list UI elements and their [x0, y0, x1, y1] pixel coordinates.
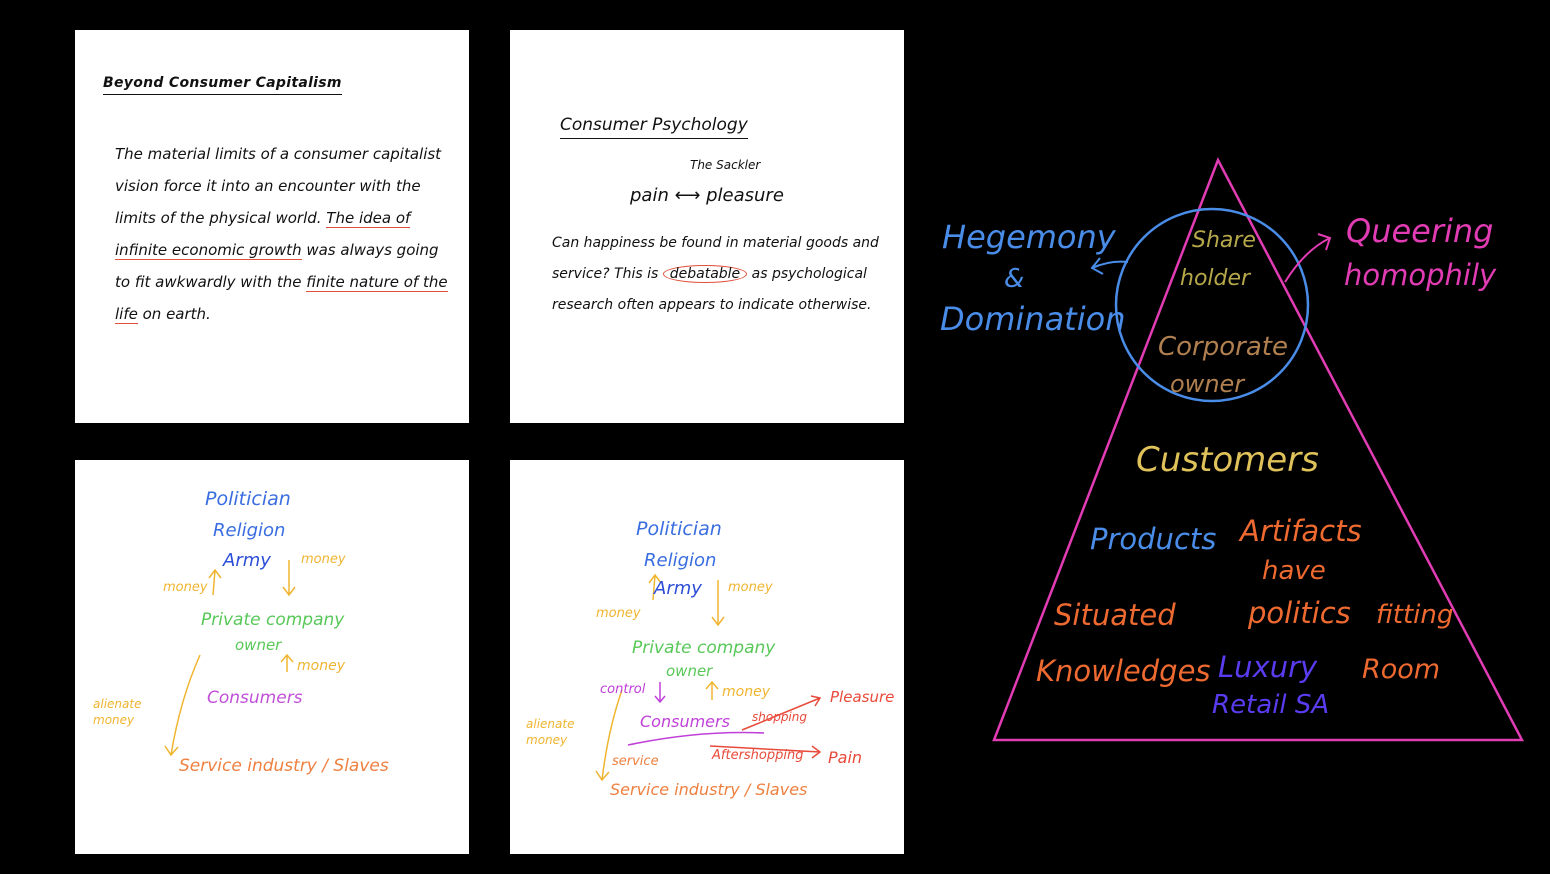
body-text: as psychological research often appears …	[552, 266, 872, 313]
power-flow-card-b: Politician Religion Army money money Pri…	[510, 460, 904, 854]
body-text: on earth.	[137, 305, 211, 323]
up-arrow-icon	[648, 573, 662, 601]
hegemony-label: Hegemony	[942, 218, 1116, 256]
ampersand-label: &	[1004, 264, 1025, 294]
service-industry-label: Service industry / Slaves	[610, 780, 808, 799]
right-arrow-icon	[1284, 233, 1332, 283]
up-arrow-icon	[208, 568, 222, 596]
private-company-label: Private company	[632, 638, 776, 658]
right-arrow-icon	[741, 695, 822, 731]
pain-label: Pain	[828, 748, 863, 767]
army-label: Army	[223, 550, 271, 571]
money-label: money	[722, 684, 770, 700]
situated-label: Situated	[1054, 598, 1176, 632]
up-arrow-icon	[280, 653, 294, 672]
politician-label: Politician	[636, 518, 722, 540]
private-company-label: Private company	[201, 610, 345, 630]
down-arrow-icon	[164, 654, 201, 757]
politician-label: Politician	[205, 488, 291, 510]
right-arrow-icon	[709, 745, 822, 759]
politics-label: politics	[1248, 596, 1351, 630]
retail-label: Retail SA	[1212, 690, 1330, 720]
luxury-label: Luxury	[1218, 650, 1318, 684]
arrows-layer	[164, 560, 296, 757]
consumers-label: Consumers	[640, 712, 730, 731]
shareholder-label-1: Share	[1192, 228, 1256, 253]
religion-label: Religion	[644, 550, 717, 571]
pyramid-triangle	[992, 156, 1525, 742]
money-label: money	[728, 580, 773, 595]
shareholder-circle	[1114, 207, 1310, 403]
money-label: money	[301, 552, 346, 567]
up-arrow-icon	[705, 680, 719, 700]
control-label: control	[600, 682, 646, 697]
owner-label: owner	[235, 636, 282, 654]
alienate-money-label: alienate money	[93, 697, 142, 727]
alienate-money-label: alienate money	[526, 717, 575, 747]
card-title: Beyond Consumer Capitalism	[103, 75, 342, 95]
customers-label: Customers	[1136, 440, 1319, 480]
sackler-label: The Sackler	[690, 158, 761, 172]
arrows-layer	[595, 573, 822, 782]
left-arrow-icon	[1090, 257, 1129, 275]
knowledges-label: Knowledges	[1036, 654, 1211, 688]
down-arrow-icon	[595, 689, 623, 782]
queering-label: Queering	[1346, 212, 1494, 250]
card-body: The material limits of a consumer capita…	[115, 138, 455, 330]
room-label: Room	[1362, 654, 1441, 685]
pain-pleasure-label: pain ⟷ pleasure	[630, 185, 784, 206]
owner-label: owner	[666, 662, 713, 680]
down-arrow-icon	[711, 580, 725, 627]
shareholder-label-2: holder	[1180, 266, 1251, 291]
money-label: money	[163, 580, 208, 595]
circled-word: debatable	[662, 265, 748, 283]
down-arrow-icon	[654, 682, 666, 704]
underlined-text: The idea of infinite economic growth	[115, 209, 411, 260]
pleasure-label: Pleasure	[830, 688, 895, 706]
note-card-consumer-psychology: Consumer Psychology The Sackler pain ⟷ p…	[510, 30, 904, 423]
power-flow-card-a: Politician Religion Army money money Pri…	[75, 460, 469, 854]
card-title: Consumer Psychology	[560, 115, 748, 139]
consumers-label: Consumers	[207, 688, 303, 708]
body-text: Can happiness be found in material goods…	[552, 235, 879, 282]
shopping-label: shopping	[752, 710, 807, 724]
fitting-label: fitting	[1376, 600, 1454, 630]
domination-label: Domination	[940, 300, 1126, 338]
religion-label: Religion	[213, 520, 286, 541]
aftershopping-label: Aftershopping	[712, 748, 804, 763]
owner-label: owner	[1170, 370, 1245, 398]
underlined-text: finite nature of the life	[115, 273, 448, 324]
money-label: money	[297, 658, 345, 674]
note-card-consumer-capitalism: Beyond Consumer Capitalism The material …	[75, 30, 469, 423]
corporate-label: Corporate	[1158, 332, 1288, 362]
homophily-label: homophily	[1344, 258, 1497, 292]
body-text: was always going to fit awkwardly with t…	[115, 241, 439, 291]
artifacts-label: Artifacts	[1240, 514, 1362, 548]
service-industry-label: Service industry / Slaves	[179, 756, 389, 776]
down-arrow-icon	[282, 560, 296, 597]
army-label: Army	[654, 578, 702, 599]
products-label: Products	[1090, 522, 1217, 556]
body-text: The material limits of a consumer capita…	[115, 145, 442, 227]
have-label: have	[1262, 556, 1326, 586]
card-body: Can happiness be found in material goods…	[552, 228, 902, 321]
service-small-label: service	[612, 754, 659, 769]
underline-stroke	[627, 731, 765, 746]
money-label: money	[596, 606, 641, 621]
